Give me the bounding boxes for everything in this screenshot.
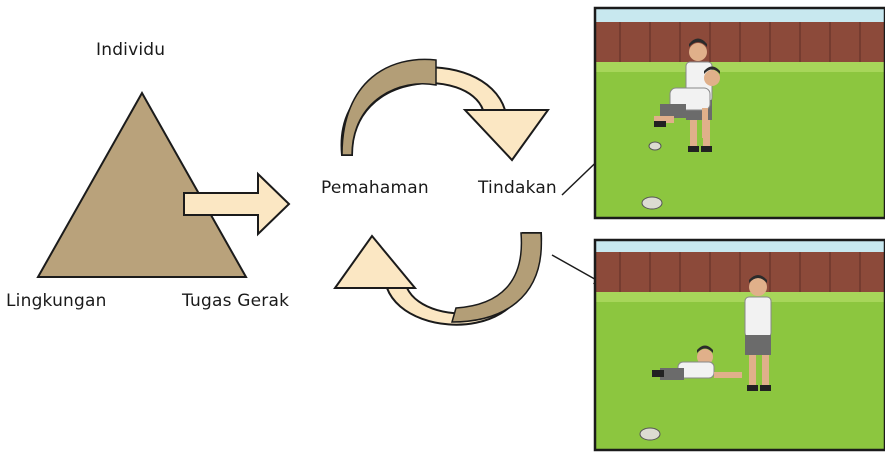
label-lingkungan: Lingkungan xyxy=(6,291,107,311)
cycle-arrow-top xyxy=(340,58,550,162)
label-individu: Individu xyxy=(96,40,166,60)
block-arrow-right xyxy=(183,171,291,237)
scene-image-top xyxy=(593,6,885,220)
pointer-line-bottom xyxy=(551,254,601,283)
label-tugas-gerak: Tugas Gerak xyxy=(182,291,290,311)
student-lying-down xyxy=(652,345,742,380)
scene-image-bottom xyxy=(593,238,885,452)
student-standing xyxy=(744,275,772,391)
label-pemahaman: Pemahaman xyxy=(321,178,429,198)
triangle-model xyxy=(36,90,248,278)
student-kneeling xyxy=(654,66,720,138)
label-tindakan: Tindakan xyxy=(478,178,557,198)
cycle-arrow-bottom xyxy=(333,232,543,326)
